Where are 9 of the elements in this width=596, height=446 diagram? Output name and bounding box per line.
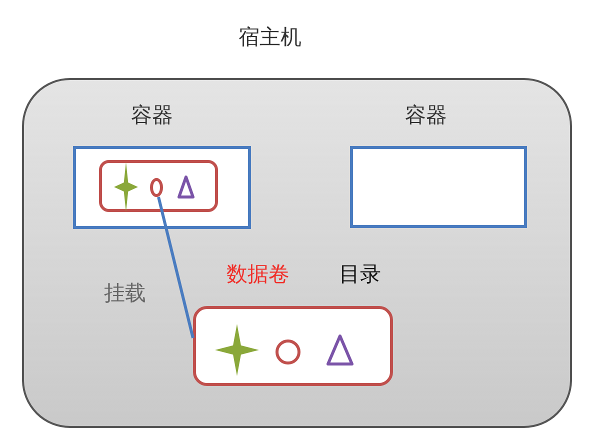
rounded-box xyxy=(99,160,218,212)
host-label: 宿主机 xyxy=(238,25,302,49)
mount-line xyxy=(157,196,194,338)
directory-label: 目录 xyxy=(339,262,381,286)
volume-label: 数据卷 xyxy=(226,262,290,286)
container-label: 容器 xyxy=(405,103,447,127)
container-label: 容器 xyxy=(131,103,173,127)
edge-label: 挂载 xyxy=(104,280,146,304)
circle xyxy=(150,178,163,197)
